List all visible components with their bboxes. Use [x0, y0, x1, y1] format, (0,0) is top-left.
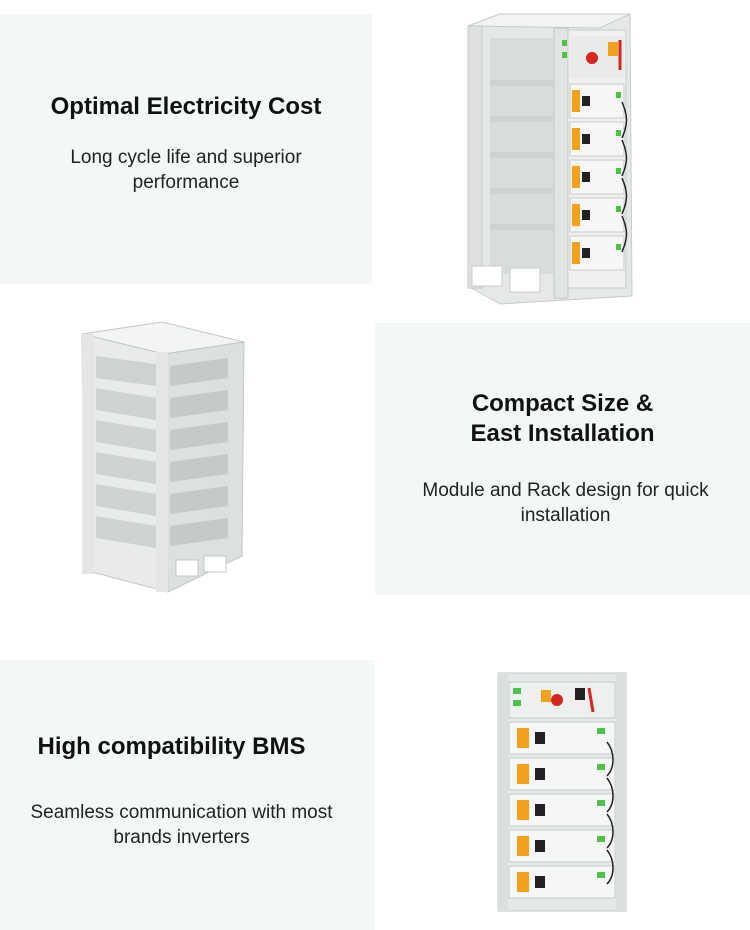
- feature-description: Module and Rack design for quick install…: [422, 480, 709, 526]
- feature-description: Seamless communication with most brands …: [30, 802, 333, 848]
- feature-panel-2: Compact Size & East Installation Module …: [375, 323, 750, 595]
- feature-title: Compact Size & East Installation: [470, 390, 655, 447]
- battery-modules: [569, 83, 625, 271]
- feature-title: Optimal Electricity Cost: [50, 93, 322, 120]
- feature-title: High compatibility BMS: [37, 733, 306, 760]
- feature-description: Long cycle life and superior performance: [70, 147, 302, 193]
- empty-rack-image: [78, 320, 248, 596]
- feature-panel-1: Optimal Electricity Cost Long cycle life…: [0, 14, 372, 284]
- rack-with-modules-front-image: [497, 672, 627, 912]
- rack-with-modules-image: [460, 6, 642, 306]
- feature-panel-3: High compatibility BMS Seamless communic…: [0, 660, 375, 930]
